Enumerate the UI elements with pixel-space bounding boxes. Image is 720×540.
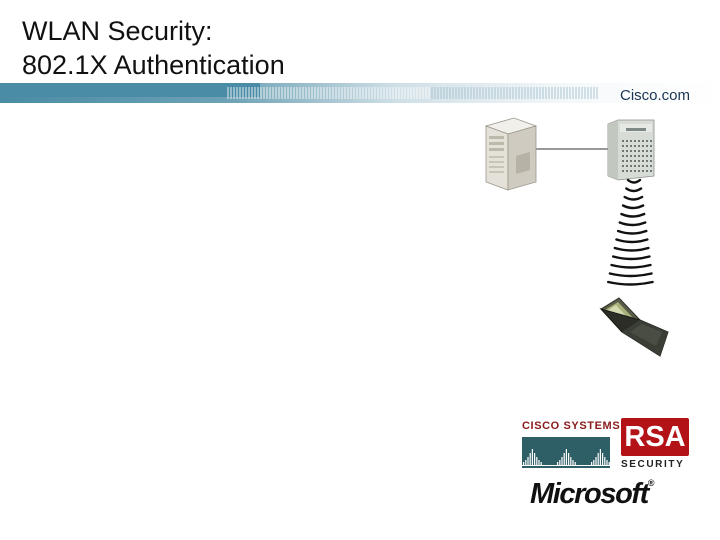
cisco-com-label: Cisco.com <box>619 87 690 104</box>
laptop-icon <box>599 297 669 357</box>
microsoft-logo: Microsoft® <box>530 478 655 511</box>
header-banner <box>0 83 720 103</box>
slide-title: WLAN Security: 802.1X Authentication <box>22 14 285 82</box>
cisco-systems-logo: Cisco Systems <box>522 420 621 468</box>
title-line-1: WLAN Security: <box>22 16 213 46</box>
cisco-logo-text: Cisco Systems <box>522 420 621 432</box>
cisco-bridge-bars-icon <box>522 437 610 468</box>
rsa-logo-text: RSA <box>624 421 686 453</box>
wireless-signal-icon <box>607 178 654 286</box>
microsoft-logo-text: Microsoft <box>530 478 649 510</box>
registered-mark: ® <box>647 478 655 488</box>
server-icon <box>484 117 538 191</box>
title-line-2: 802.1X Authentication <box>22 50 285 80</box>
rsa-logo-box: RSA <box>621 418 689 456</box>
access-point-icon <box>607 119 655 181</box>
rsa-logo-subtext: SECURITY <box>621 459 685 470</box>
rsa-security-logo: RSA SECURITY <box>617 418 697 472</box>
